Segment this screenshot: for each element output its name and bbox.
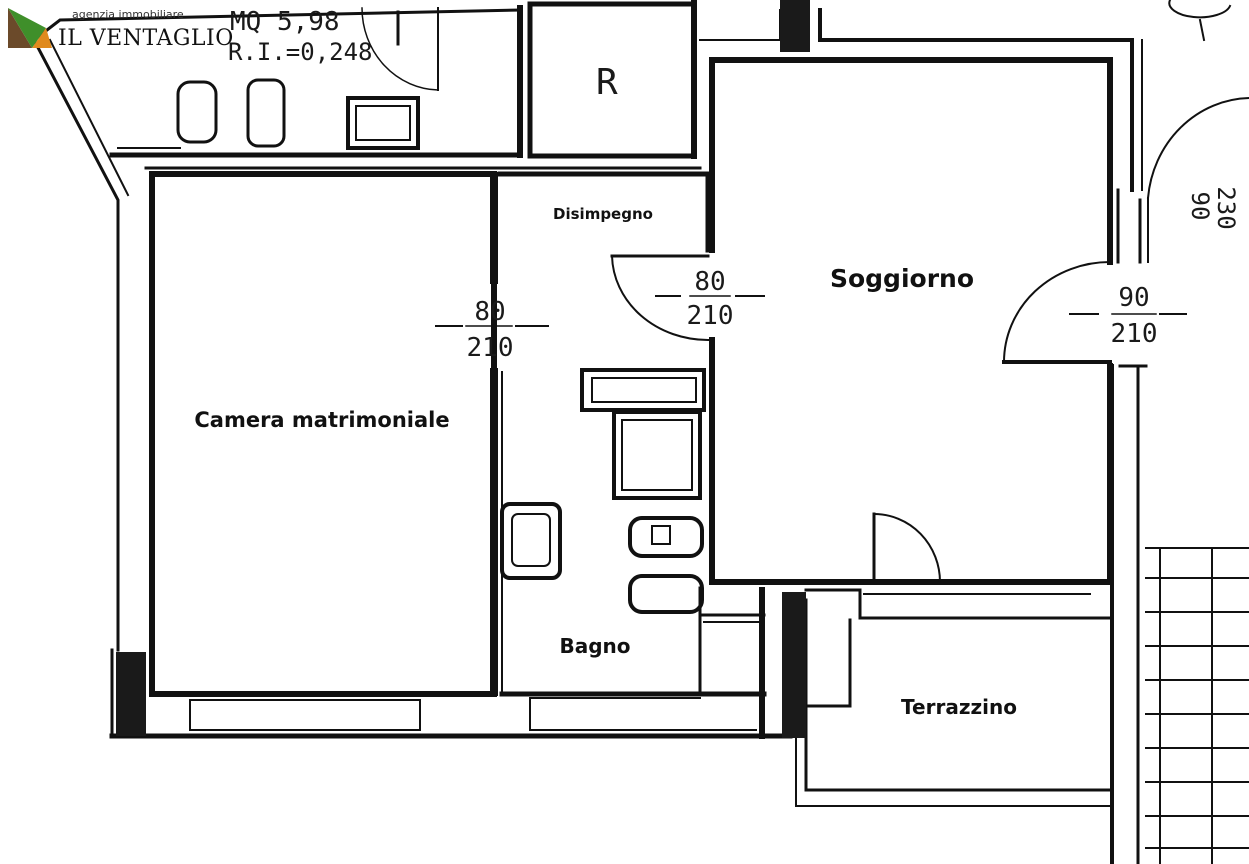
room-r-label: R bbox=[596, 62, 618, 103]
door-entrance bbox=[1002, 260, 1112, 364]
door-entrance-height: 210 bbox=[1111, 319, 1158, 349]
bathroom-fixtures bbox=[500, 368, 706, 614]
agency-logo: agenzia immobiliare IL VENTAGLIO bbox=[6, 4, 233, 52]
logo-brand-name: IL VENTAGLIO bbox=[58, 26, 234, 51]
misc-marks bbox=[1168, 0, 1232, 42]
room-label-soggiorno: Soggiorno bbox=[830, 264, 974, 293]
door-camera-height: 210 bbox=[467, 333, 514, 363]
pillars bbox=[116, 0, 810, 738]
room-r-walls bbox=[527, 0, 697, 159]
door-camera-width: 80 bbox=[474, 297, 505, 327]
fan-logo-icon bbox=[8, 8, 52, 48]
door-entrance-width: 90 bbox=[1118, 283, 1149, 313]
annotations: MQ 5,98 R.I.=0,248 R 80 210 80 210 90 21… bbox=[228, 7, 1240, 363]
logo-agency-line: agenzia immobiliare bbox=[72, 8, 184, 21]
room-labels: Camera matrimoniale Disimpegno Soggiorno… bbox=[194, 205, 1017, 719]
door-outside-height: 230 bbox=[1212, 186, 1240, 229]
room-label-disimpegno: Disimpegno bbox=[553, 205, 653, 223]
door-terrace bbox=[872, 512, 942, 584]
door-outside-width: 90 bbox=[1186, 192, 1214, 221]
room-label-terrazzino: Terrazzino bbox=[901, 695, 1017, 719]
room-label-bagno: Bagno bbox=[559, 634, 630, 658]
apartment-walls bbox=[109, 8, 1148, 864]
ratio-label: R.I.=0,248 bbox=[228, 38, 373, 66]
door-disimpegno-width: 80 bbox=[694, 267, 725, 297]
door-disimpegno-soggiorno bbox=[610, 254, 710, 342]
upper-bathroom bbox=[31, 5, 523, 652]
door-disimpegno-height: 210 bbox=[687, 301, 734, 331]
area-label: MQ 5,98 bbox=[230, 7, 340, 37]
room-label-camera: Camera matrimoniale bbox=[194, 408, 449, 432]
door-outside-stair bbox=[1146, 96, 1249, 263]
door-dimension-marks bbox=[435, 295, 1187, 327]
staircase bbox=[1145, 547, 1249, 864]
